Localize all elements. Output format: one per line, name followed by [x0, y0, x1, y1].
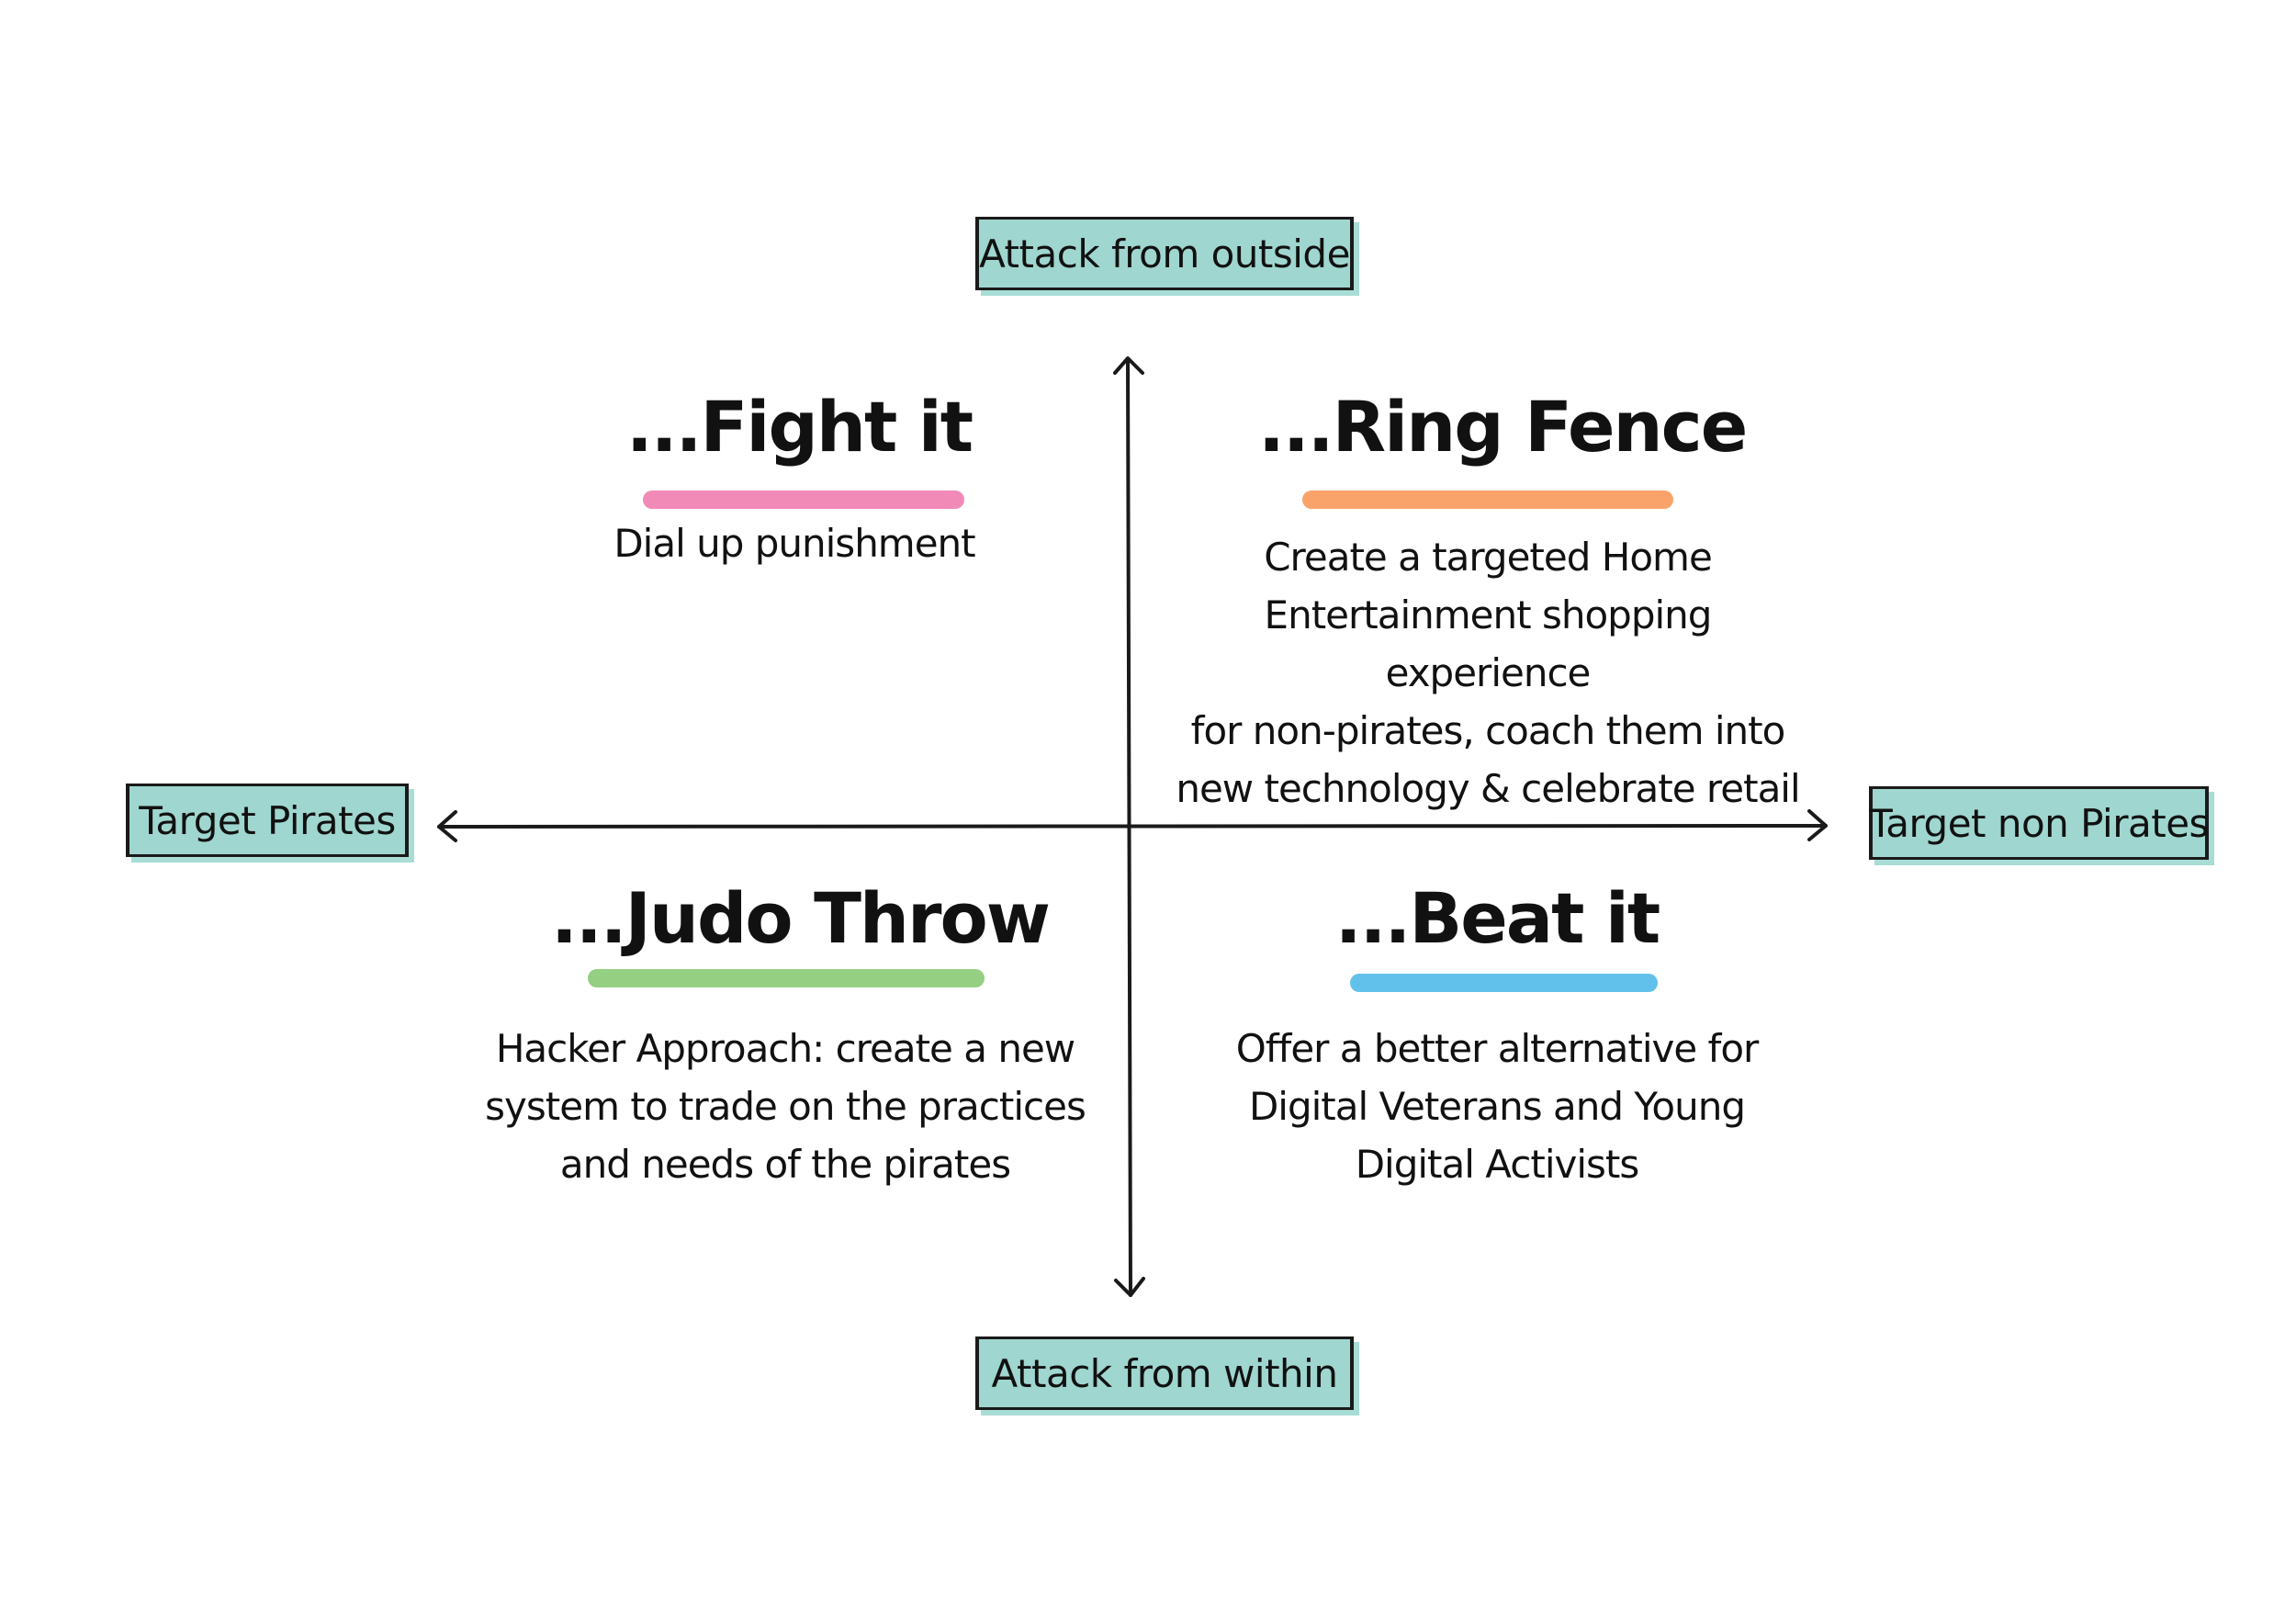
quadrant-title-beat-it: ...Beat it	[1334, 877, 1661, 959]
quadrant-title-judo-throw: ...Judo Throw	[551, 877, 1051, 959]
axis-label-bottom: Attack from within	[975, 1336, 1354, 1410]
quadrant-title-ring-fence: ...Ring Fence	[1258, 386, 1748, 468]
quadrant-text-ring-fence: Create a targeted Home Entertainment sho…	[1176, 535, 1800, 811]
quadrant-text-beat-it: Offer a better alternative for Digital V…	[1235, 1026, 1760, 1187]
axis-label-top: Attack from outside	[975, 217, 1354, 290]
arrow-down-icon	[1114, 1277, 1145, 1297]
quadrant-underline-beat-it	[1350, 974, 1658, 992]
quadrant-title-fight-it: ...Fight it	[625, 386, 974, 468]
arrow-up-icon	[1113, 356, 1144, 375]
axis-label-left: Target Pirates	[126, 784, 409, 857]
axis-label-right: Target non Pirates	[1869, 786, 2209, 860]
arrow-right-icon	[1807, 809, 1828, 841]
quadrant-underline-judo-throw	[588, 969, 985, 987]
quadrant-text-judo-throw: Hacker Approach: create a new system to …	[485, 1026, 1086, 1187]
arrow-left-icon	[437, 810, 457, 842]
quadrant-underline-fight-it	[643, 491, 964, 509]
quadrant-underline-ring-fence	[1302, 491, 1673, 509]
quadrant-text-fight-it: Dial up punishment	[613, 521, 975, 566]
horizontal-axis	[437, 824, 1828, 829]
